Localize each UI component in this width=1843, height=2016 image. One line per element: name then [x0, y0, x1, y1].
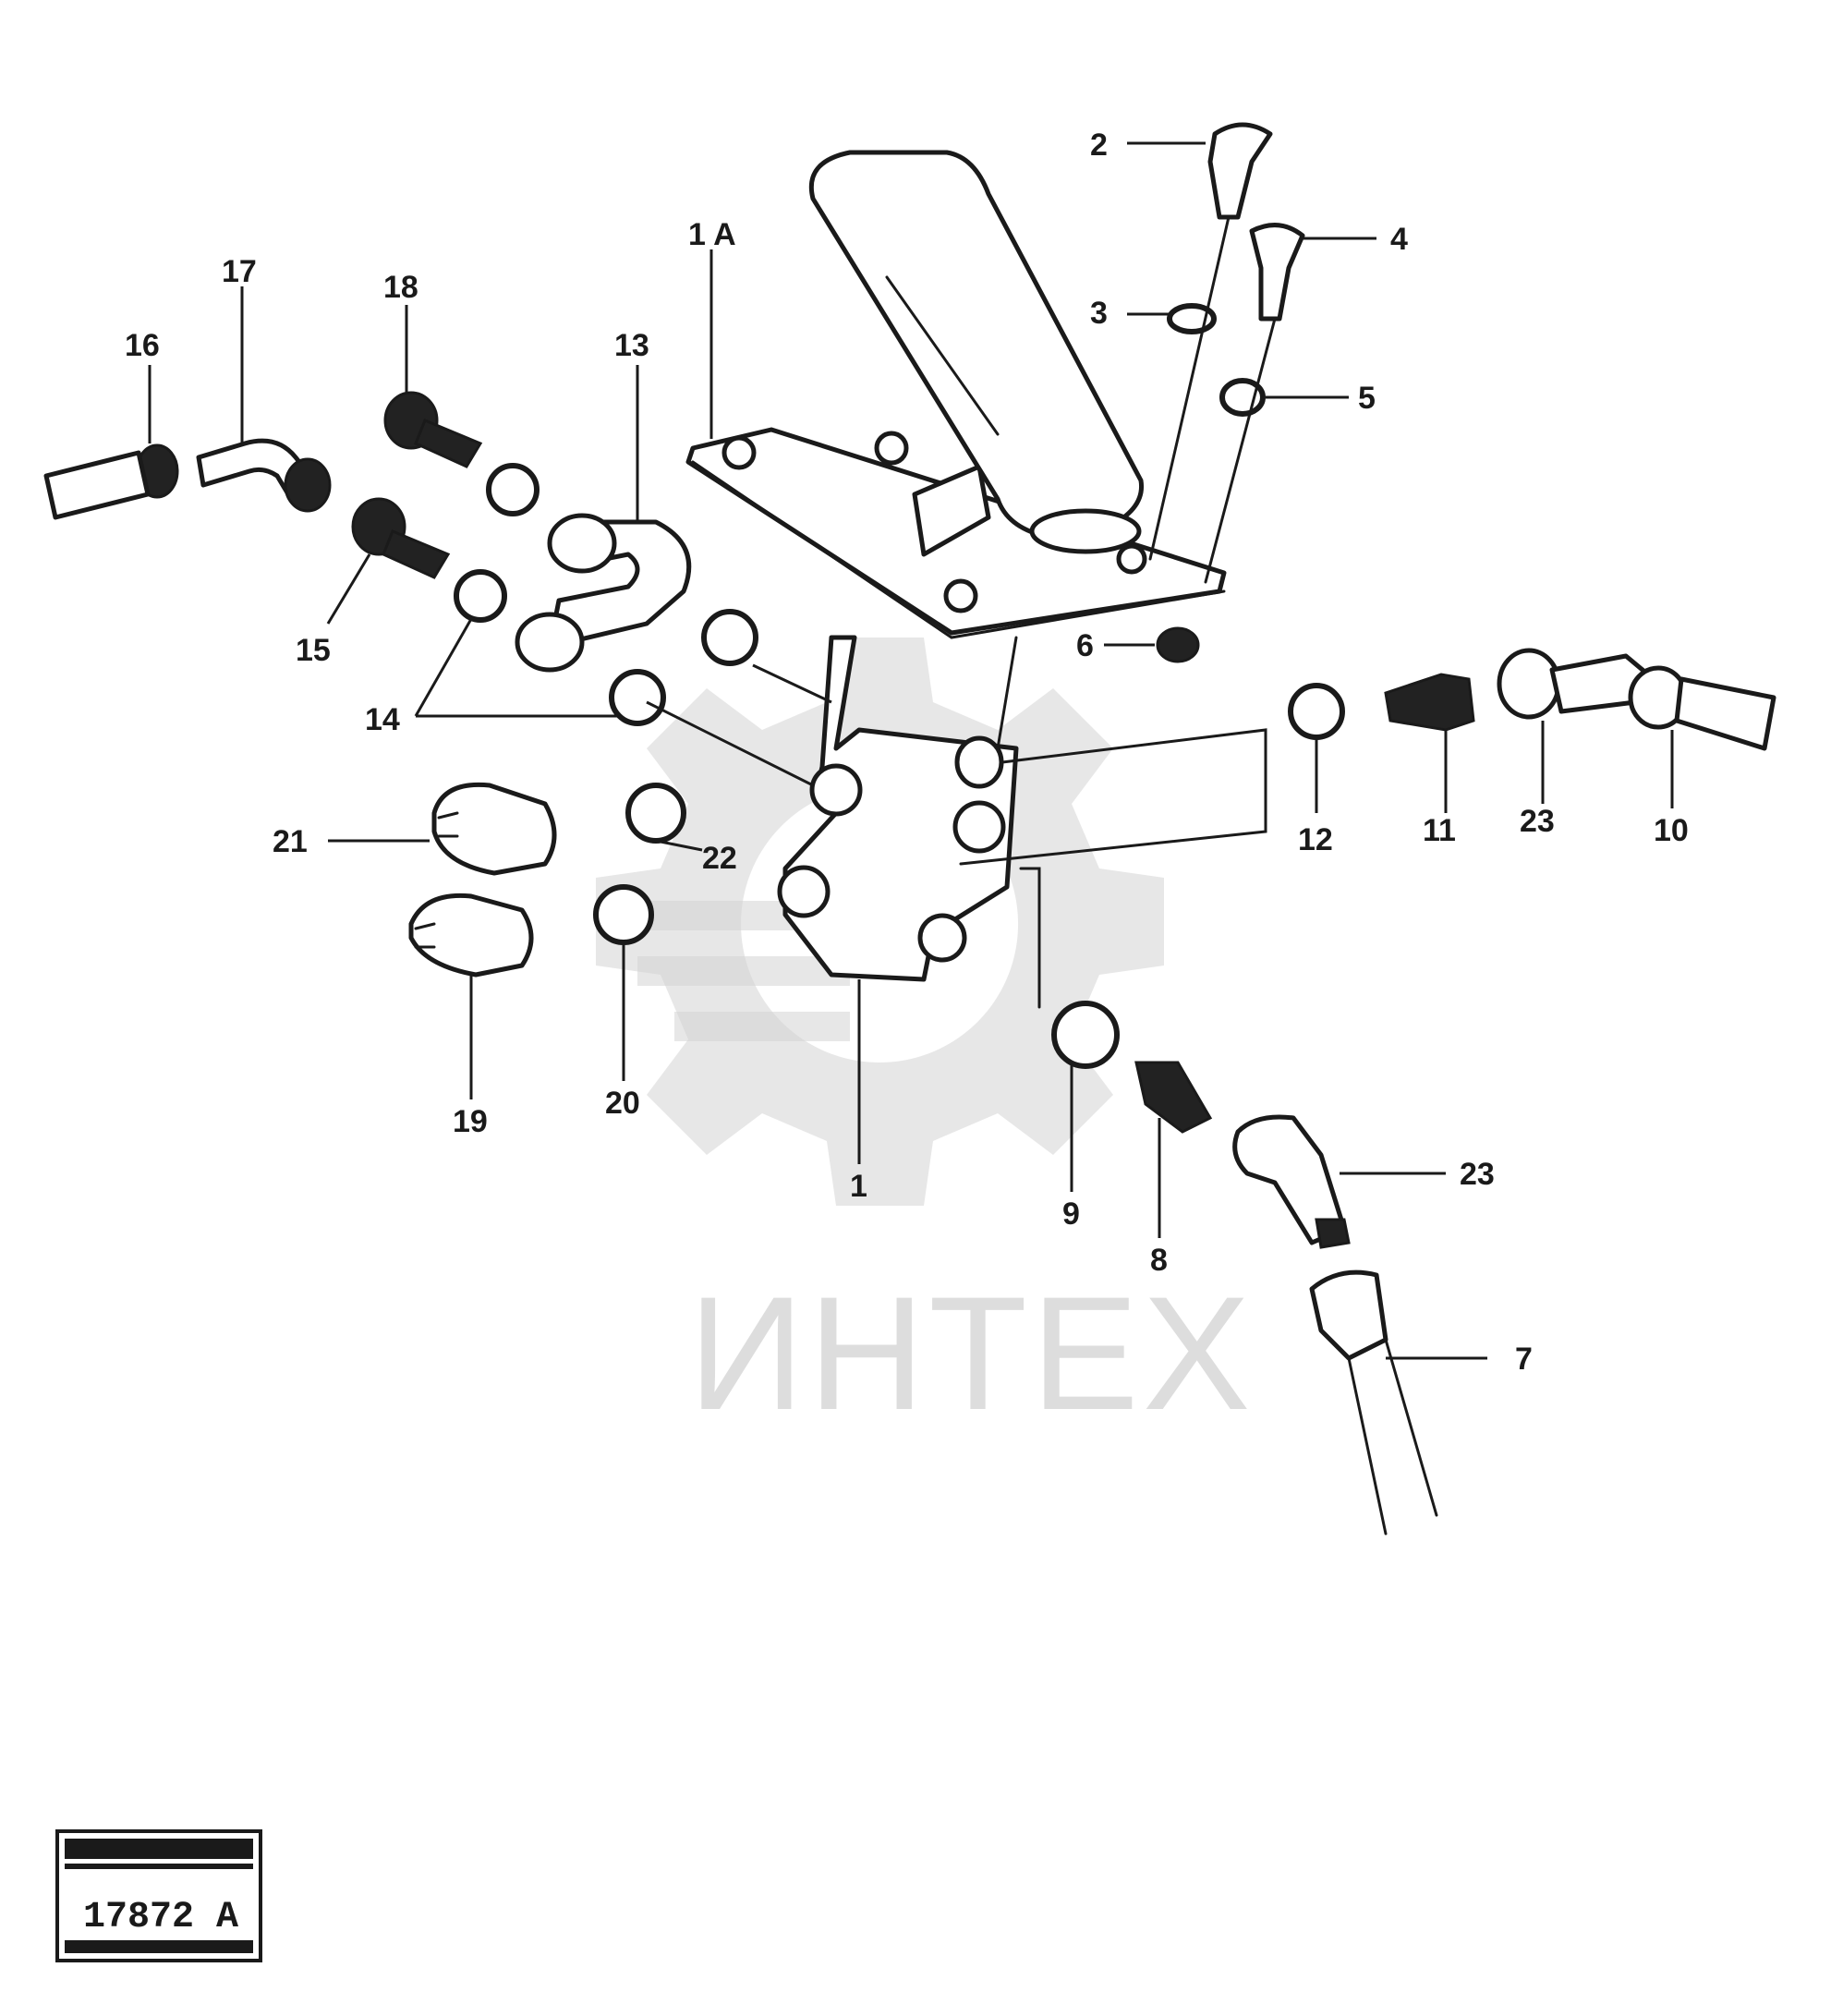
cylinder-port: [917, 913, 967, 963]
gear-icon: [596, 638, 1164, 1206]
hose-18-end: [43, 450, 151, 520]
part-label-17: 17: [222, 254, 257, 289]
leader-14b: [414, 618, 473, 717]
switch-21: [431, 782, 557, 876]
part-label-19: 19: [453, 1104, 488, 1139]
washer-22: [625, 783, 686, 844]
hose-7: [1347, 1338, 1438, 1536]
part-label-10: 10: [1654, 813, 1689, 848]
part-label-23-right: 23: [1520, 804, 1555, 839]
cylinder-stem: [996, 636, 1018, 750]
part-label-9: 9: [1062, 1196, 1080, 1232]
part-label-22: 22: [702, 841, 737, 876]
switch-21-prongs: [437, 811, 459, 838]
stamp-header-bar: [65, 1839, 253, 1859]
part-label-13: 13: [614, 328, 649, 363]
switch-19-prongs: [414, 922, 436, 949]
part-label-16: 16: [125, 328, 160, 363]
washer-20: [593, 884, 654, 945]
washer-12: [1288, 683, 1345, 740]
banjo-bolt-11: [1384, 673, 1475, 732]
washer-14: [454, 569, 507, 623]
leader-14d: [752, 663, 832, 704]
banjo-bolt-18-shank: [414, 419, 483, 468]
part-label-7: 7: [1515, 1342, 1533, 1377]
stamp-footer-bar: [65, 1940, 253, 1953]
part-label-12: 12: [1298, 822, 1333, 857]
nut-6: [1156, 626, 1200, 663]
washer-14: [701, 609, 758, 666]
leader-14c: [646, 700, 814, 787]
part-label-20: 20: [605, 1086, 640, 1121]
part-label-21: 21: [273, 824, 308, 859]
part-label-5: 5: [1358, 381, 1376, 416]
hose-7-fitting: [1309, 1269, 1388, 1361]
plate-bolt: [874, 431, 909, 466]
hose-17-fitting: [284, 457, 332, 513]
part-label-11: 11: [1423, 813, 1456, 848]
washer-9: [1051, 1001, 1120, 1069]
leader-15: [326, 553, 371, 625]
pedal-arm: [808, 150, 1145, 539]
hose-10-end: [1674, 676, 1776, 751]
hose-fitting: [547, 513, 617, 574]
pedal-hinge: [912, 464, 991, 557]
part-label-15: 15: [296, 633, 331, 668]
part-label-3: 3: [1090, 296, 1108, 331]
part-label-1a: 1 A: [688, 217, 736, 252]
watermark-stripe: [674, 1012, 850, 1041]
elbow-23-nut: [1315, 1218, 1351, 1249]
connection-line: [1019, 867, 1041, 1009]
washer-14: [609, 669, 666, 726]
pedal-arm-rib: [885, 275, 1000, 436]
banjo-bolt-16-shank: [382, 529, 451, 579]
watermark-stripe: [637, 956, 850, 986]
drawing: [43, 122, 1776, 1536]
stud-4: [1249, 223, 1305, 322]
banjo-bolt-8: [1134, 1061, 1213, 1134]
pedal-base-edge: [691, 460, 1226, 639]
hose-fitting: [515, 612, 585, 673]
stamp-code: 17872 A: [83, 1897, 238, 1938]
part-label-18: 18: [383, 270, 418, 305]
cylinder-port: [952, 800, 1006, 854]
watermark: ИНТЕХ: [596, 638, 1255, 1444]
cylinder-port: [954, 735, 1004, 789]
leader-22: [655, 839, 703, 852]
plate-bolt: [1116, 543, 1147, 575]
stud-2: [1207, 122, 1273, 220]
cylinder-port: [777, 865, 831, 918]
cylinder-port: [809, 763, 863, 817]
part-label-23-bottom: 23: [1460, 1157, 1495, 1192]
part-label-14: 14: [365, 702, 400, 737]
washer-14: [486, 463, 540, 516]
plate-bolt: [943, 578, 978, 613]
part-label-8: 8: [1150, 1243, 1168, 1278]
leader-lines: [148, 141, 1674, 1360]
pedal-foot: [1029, 508, 1142, 554]
part-label-2: 2: [1090, 128, 1108, 163]
part-label-1: 1: [850, 1169, 867, 1204]
part-labels: 2 4 1 A 3 5 17 18 13 16 6 15 14 12 11 23…: [125, 128, 1689, 1377]
plate-bolt: [721, 435, 757, 470]
stamp-header-bar: [65, 1864, 253, 1869]
watermark-text: ИНТЕХ: [688, 1264, 1255, 1444]
drawing-number-stamp: 17872 A: [55, 1829, 262, 1962]
connection-line: [959, 728, 1267, 866]
switch-19: [408, 893, 534, 978]
part-label-6: 6: [1076, 628, 1094, 663]
stud-line: [1148, 215, 1277, 584]
part-label-4: 4: [1390, 222, 1408, 257]
elbow-23-top: [1497, 648, 1561, 720]
